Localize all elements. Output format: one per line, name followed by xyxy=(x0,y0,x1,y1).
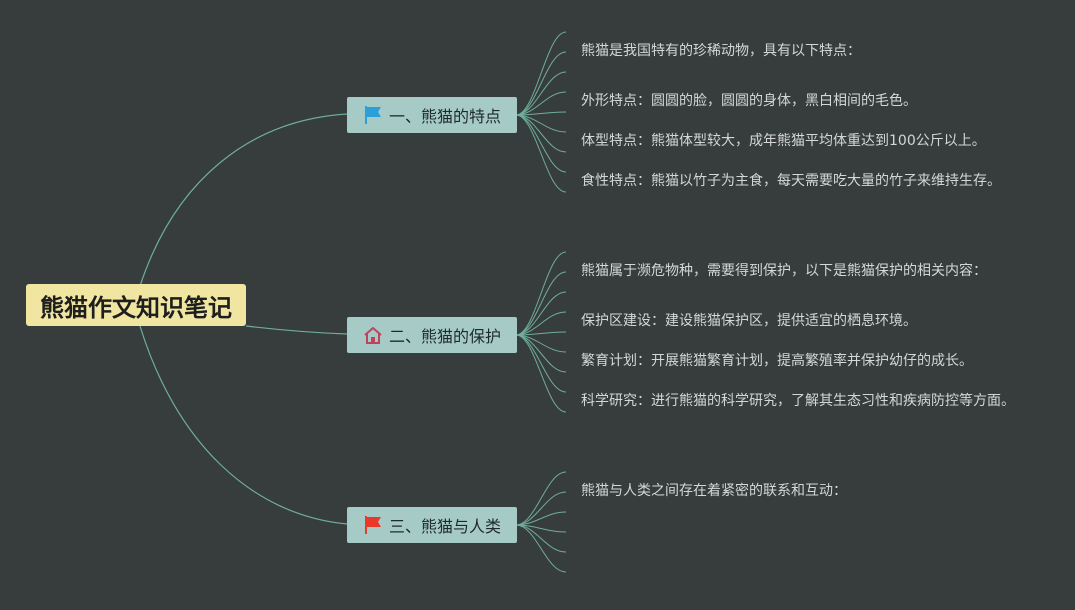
blue-flag-icon xyxy=(364,106,381,124)
root-to-branch-1-link xyxy=(139,113,348,287)
leaf-features-size[interactable]: 体型特点：熊猫体型较大，成年熊猫平均体重达到100公斤以上。 xyxy=(581,133,986,149)
fan-link-1-9 xyxy=(515,114,567,193)
fan-link-2-2 xyxy=(515,271,567,336)
fan-link-3-6 xyxy=(515,524,567,573)
fan-link-2-7 xyxy=(515,334,567,373)
fan-link-2-1 xyxy=(515,251,567,336)
branch-fan-lines xyxy=(515,31,567,573)
fan-link-2-3 xyxy=(515,291,567,336)
fan-link-3-2 xyxy=(515,491,567,526)
red-flag-icon xyxy=(364,516,381,534)
fan-link-1-3 xyxy=(515,71,567,116)
root-to-branch-3-link xyxy=(139,325,348,525)
branch-humans[interactable]: 三、熊猫与人类 xyxy=(347,507,517,543)
branch-protection-label: 二、熊猫的保护 xyxy=(388,327,501,346)
leaf-protection-reserve[interactable]: 保护区建设：建设熊猫保护区，提供适宜的栖息环境。 xyxy=(581,313,917,329)
leaf-protection-research[interactable]: 科学研究：进行熊猫的科学研究，了解其生态习性和疾病防控等方面。 xyxy=(581,393,1015,409)
leaf-humans-intro[interactable]: 熊猫与人类之间存在着紧密的联系和互动： xyxy=(581,483,847,499)
root-to-branch-2-link xyxy=(245,325,348,335)
house-icon xyxy=(364,327,382,344)
fan-link-1-4 xyxy=(515,91,567,116)
leaf-protection-intro[interactable]: 熊猫属于濒危物种，需要得到保护，以下是熊猫保护的相关内容： xyxy=(581,263,987,279)
root-topic[interactable]: 熊猫作文知识笔记 xyxy=(26,284,246,326)
fan-link-1-2 xyxy=(515,51,567,116)
fan-link-1-7 xyxy=(515,114,567,153)
root-topic-label: 熊猫作文知识笔记 xyxy=(40,293,232,322)
leaf-protection-breeding[interactable]: 繁育计划：开展熊猫繁育计划，提高繁殖率并保护幼仔的成长。 xyxy=(581,353,973,369)
branch-humans-label: 三、熊猫与人类 xyxy=(388,517,501,536)
branch-features[interactable]: 一、熊猫的特点 xyxy=(347,97,517,133)
leaf-features-diet[interactable]: 食性特点：熊猫以竹子为主食，每天需要吃大量的竹子来维持生存。 xyxy=(581,173,1001,189)
leaf-features-appearance[interactable]: 外形特点：圆圆的脸，圆圆的身体，黑白相间的毛色。 xyxy=(581,93,917,109)
branch-protection[interactable]: 二、熊猫的保护 xyxy=(347,317,517,353)
fan-link-1-1 xyxy=(515,31,567,116)
leaf-features-intro[interactable]: 熊猫是我国特有的珍稀动物，具有以下特点： xyxy=(581,43,861,59)
fan-link-2-9 xyxy=(515,334,567,413)
fan-link-2-4 xyxy=(515,311,567,336)
fan-link-3-3 xyxy=(515,511,567,526)
branch-features-label: 一、熊猫的特点 xyxy=(388,107,501,126)
fan-link-3-1 xyxy=(515,471,567,526)
